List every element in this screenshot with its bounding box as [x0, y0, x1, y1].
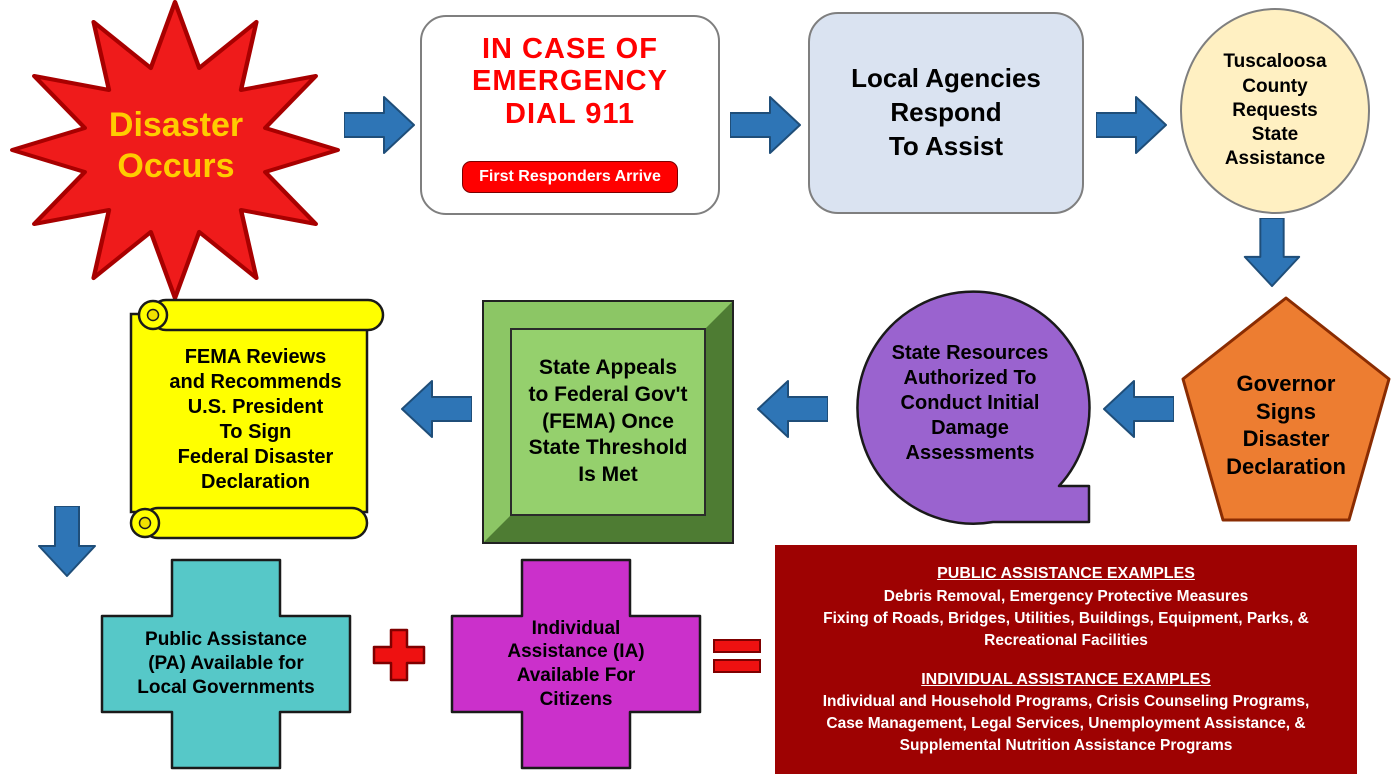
pentagon-shape	[1181, 296, 1391, 522]
circle-callout-shape	[856, 290, 1091, 525]
governor-signs-node: Governor Signs Disaster Declaration	[1180, 295, 1392, 523]
plus-operator-icon	[372, 628, 426, 682]
individual-assistance-label: Individual Assistance (IA) Available For…	[507, 617, 645, 710]
bevel-frame	[484, 302, 732, 542]
arrow-left-icon	[401, 380, 472, 438]
equals-icon	[713, 639, 761, 673]
arrow-right-icon	[344, 96, 415, 154]
arrow-state-resources-to-appeal	[756, 380, 828, 438]
dial-911-node: IN CASE OF EMERGENCY DIAL 911 First Resp…	[420, 15, 720, 215]
public-assistance-node: Public Assistance (PA) Available for Loc…	[100, 558, 352, 770]
arrow-emergency-to-local	[730, 96, 802, 154]
equals-operator-icon	[712, 636, 762, 676]
disaster-occurs-label: Disaster Occurs	[108, 106, 244, 185]
cross-shape	[450, 558, 702, 770]
arrow-disaster-to-emergency	[344, 96, 416, 154]
state-resources-label: State Resources Authorized To Conduct In…	[891, 341, 1049, 464]
arrow-down-icon	[1243, 218, 1301, 288]
arrow-left-icon	[757, 380, 828, 438]
arrow-fema-to-assistance	[38, 506, 96, 578]
disaster-occurs-node: Disaster Occurs	[10, 0, 340, 300]
cross-shape	[100, 558, 352, 770]
arrow-county-to-governor	[1243, 218, 1301, 288]
plus-icon	[372, 628, 426, 682]
scroll-shape	[129, 298, 385, 540]
arrow-appeal-to-fema	[400, 380, 472, 438]
dial-911-title: IN CASE OF EMERGENCY DIAL 911	[472, 33, 668, 130]
individual-examples-title: INDIVIDUAL ASSISTANCE EXAMPLES	[921, 670, 1211, 688]
arrow-governor-to-state-resources	[1102, 380, 1174, 438]
assistance-examples-panel: PUBLIC ASSISTANCE EXAMPLES Debris Remova…	[775, 545, 1357, 774]
county-requests-node: Tuscaloosa County Requests State Assista…	[1180, 8, 1370, 214]
arrow-right-icon	[1096, 96, 1167, 154]
fema-reviews-node: FEMA Reviews and Recommends U.S. Preside…	[115, 298, 390, 548]
individual-examples-body: Individual and Household Programs, Crisi…	[822, 692, 1310, 754]
first-responders-banner: First Responders Arrive	[462, 161, 678, 193]
state-appeals-node: State Appeals to Federal Gov't (FEMA) On…	[482, 300, 734, 544]
starburst-shape	[10, 0, 340, 300]
state-appeals-label: State Appeals to Federal Gov't (FEMA) On…	[510, 328, 706, 516]
individual-assistance-node: Individual Assistance (IA) Available For…	[450, 558, 702, 770]
arrow-local-to-county	[1096, 96, 1168, 154]
local-agencies-node: Local Agencies Respond To Assist	[808, 12, 1084, 214]
state-resources-node: State Resources Authorized To Conduct In…	[845, 290, 1095, 530]
arrow-down-icon	[38, 506, 96, 577]
public-examples-title: PUBLIC ASSISTANCE EXAMPLES	[937, 565, 1195, 583]
governor-signs-label: Governor Signs Disaster Declaration	[1226, 371, 1346, 479]
public-assistance-label: Public Assistance (PA) Available for Loc…	[137, 629, 315, 698]
arrow-left-icon	[1103, 380, 1174, 438]
public-examples-body: Debris Removal, Emergency Protective Mea…	[823, 587, 1309, 649]
fema-reviews-label: FEMA Reviews and Recommends U.S. Preside…	[169, 346, 342, 493]
arrow-right-icon	[730, 96, 801, 154]
